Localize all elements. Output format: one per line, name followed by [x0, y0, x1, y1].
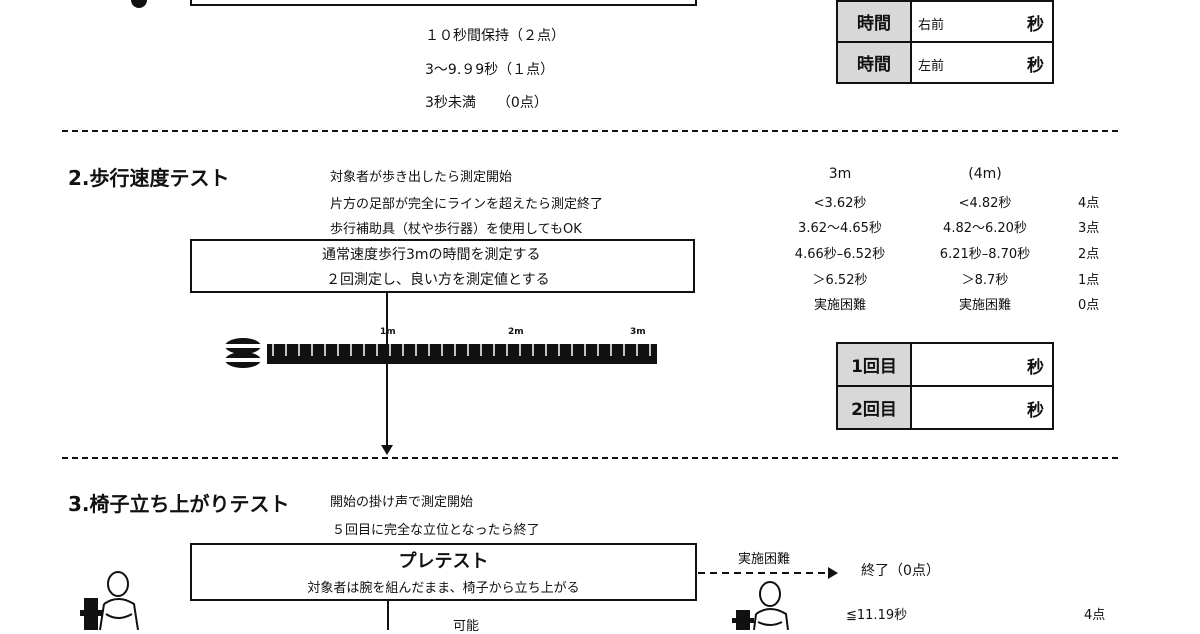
end-label: 終了（0点） — [861, 563, 940, 579]
pretest-flow-arrows — [387, 567, 838, 630]
score-cell-3m: ＞6.52秒 — [812, 273, 868, 288]
score-cell-4m: 4.82～6.20秒 — [943, 221, 1027, 236]
record-cell[interactable]: 秒 — [910, 385, 1054, 430]
table-row: 1回目 秒 — [836, 342, 1054, 387]
score-cell-points: 3点 — [1078, 221, 1100, 236]
record-header: 時間 — [836, 0, 912, 43]
score-cell-4m: 6.21秒–8.70秒 — [939, 247, 1031, 262]
section2-instruction-box: 通常速度歩行3mの時間を測定する ２回測定し、良い方を測定値とする — [190, 239, 695, 293]
score-cell-4m: <4.82秒 — [958, 196, 1012, 211]
section3-note-1: 開始の掛け声で測定開始 — [330, 495, 474, 510]
footprints-icon — [225, 338, 261, 368]
pretest-text: 対象者は腕を組んだまま、椅子から立ち上がる — [307, 581, 580, 596]
pretest-title: プレテスト — [398, 551, 489, 572]
mark-3m: 3m — [630, 327, 646, 337]
table-row: 2回目 秒 — [836, 385, 1054, 430]
score-cell-points: 1点 — [1078, 273, 1100, 288]
pretest-box: プレテスト 対象者は腕を組んだまま、椅子から立ち上がる — [190, 543, 697, 601]
record-header: 2回目 — [836, 385, 912, 430]
possible-label: 可能 — [453, 619, 480, 634]
score-cell-3m: 実施困難 — [813, 298, 866, 313]
table-row: 時間 右前 秒 — [836, 0, 1054, 43]
section2-title: 2.歩行速度テスト — [68, 166, 230, 190]
record-unit: 秒 — [1027, 358, 1044, 378]
score-cell-4m: ＞8.7秒 — [961, 273, 1009, 288]
score-cell-points: 0点 — [1078, 298, 1100, 313]
table-row: 時間 左前 秒 — [836, 41, 1054, 84]
record-cell[interactable]: 左前 秒 — [910, 41, 1054, 84]
score-cell-3m: 3.62～4.65秒 — [798, 221, 882, 236]
record-unit: 秒 — [1027, 401, 1044, 421]
section3-note-2: ５回目に完全な立位となったら終了 — [332, 523, 540, 538]
score-header-3m: 3m — [828, 166, 852, 182]
section3-title: 3.椅子立ち上がりテスト — [68, 492, 290, 516]
section2-note-3: 歩行補助具（杖や歩行器）を使用してもOK — [330, 222, 582, 237]
difficult-label: 実施困難 — [738, 552, 791, 567]
score-point-4: 4点 — [1084, 608, 1106, 623]
section1-instruction-box — [190, 0, 697, 6]
record-header: 1回目 — [836, 342, 912, 387]
mark-1m: 1m — [380, 327, 396, 337]
section1-criteria-3: 3秒未満 （0点） — [425, 95, 548, 111]
section2-record-table: 1回目 秒 2回目 秒 — [836, 342, 1054, 430]
score-cell-points: 2点 — [1078, 247, 1100, 262]
score-cell-points: 4点 — [1078, 196, 1100, 211]
score-header-4m: (4m) — [968, 166, 1002, 182]
section1-figure-foot — [131, 0, 147, 8]
person-sitting-icon — [80, 571, 139, 630]
record-label: 左前 — [918, 59, 945, 74]
score-row-4: ≦11.19秒 — [846, 608, 908, 623]
section2-box-line-2: ２回測定し、良い方を測定値とする — [326, 272, 550, 288]
walking-course-illustration — [225, 293, 657, 455]
score-cell-4m: 実施困難 — [958, 298, 1011, 313]
score-cell-3m: <3.62秒 — [813, 196, 867, 211]
record-cell[interactable]: 秒 — [910, 342, 1054, 387]
record-label: 右前 — [918, 18, 945, 33]
section2-note-1: 対象者が歩き出したら測定開始 — [330, 170, 513, 185]
section-divider — [62, 457, 1118, 459]
section2-box-line-1: 通常速度歩行3mの時間を測定する — [322, 247, 541, 263]
section1-criteria-2: 3～9.９9秒（１点） — [425, 62, 555, 78]
record-cell[interactable]: 右前 秒 — [910, 0, 1054, 43]
section-divider — [62, 130, 1118, 132]
section1-record-table: 時間 右前 秒 時間 左前 秒 — [836, 0, 1054, 84]
record-header: 時間 — [836, 41, 912, 84]
section2-note-2: 片方の足部が完全にラインを超えたら測定終了 — [330, 197, 604, 212]
person-sitting-icon — [732, 581, 789, 630]
section1-criteria-1: １０秒間保持（２点） — [425, 28, 565, 44]
score-cell-3m: 4.66秒–6.52秒 — [794, 247, 886, 262]
mark-2m: 2m — [508, 327, 524, 337]
record-unit: 秒 — [1027, 15, 1044, 35]
record-unit: 秒 — [1027, 56, 1044, 76]
